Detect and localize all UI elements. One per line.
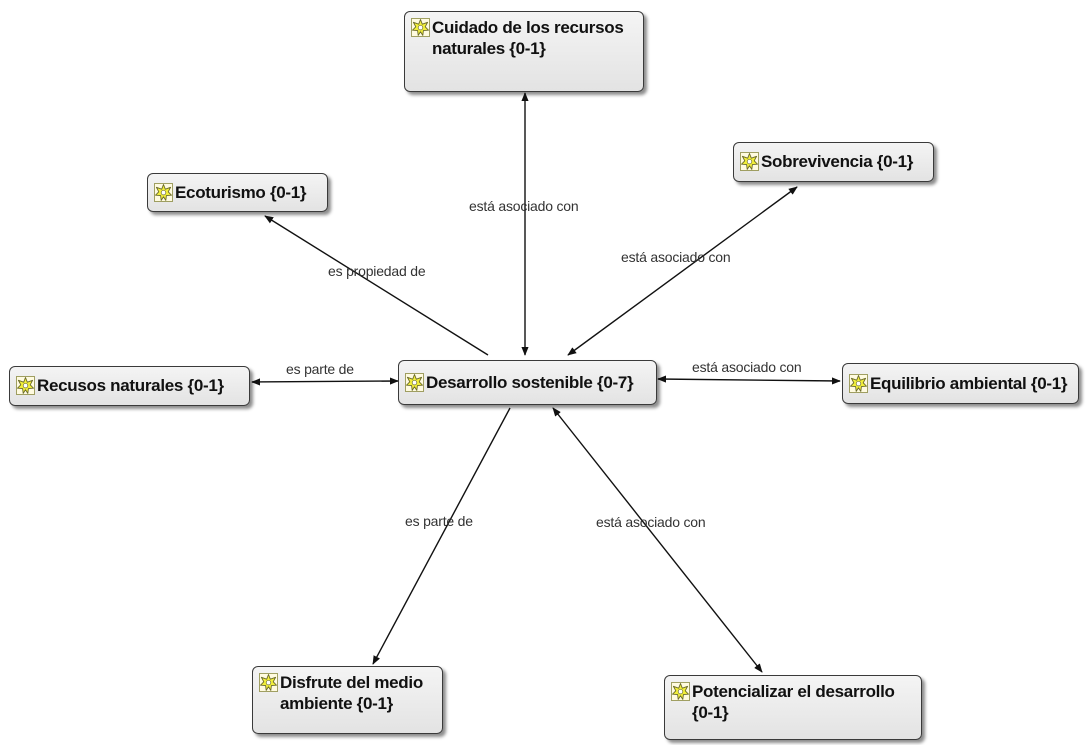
node-label: Ecoturismo {0-1}: [175, 182, 307, 202]
node-sobrevivencia[interactable]: Sobrevivencia {0-1}: [733, 142, 934, 182]
node-label: Recusos naturales {0-1}: [37, 376, 224, 395]
code-node-icon: [154, 182, 173, 202]
node-label: Cuidado de los recursos naturales {0-1}: [432, 18, 624, 58]
relation-label: está asociado con: [692, 359, 802, 375]
node-label: Desarrollo sostenible {0-7}: [426, 372, 634, 392]
code-node-icon: [849, 373, 868, 393]
node-potencializar[interactable]: Potencializar el desarrollo {0-1}: [664, 675, 922, 740]
relation-label: está asociado con: [596, 514, 706, 530]
link-recursos: [251, 377, 399, 386]
code-node-icon: [405, 372, 424, 392]
link-sobrevivencia: [567, 186, 798, 356]
code-node-icon: [411, 18, 430, 37]
node-desarrollo-sostenible[interactable]: Desarrollo sostenible {0-7}: [398, 360, 657, 405]
node-label: Equilibrio ambiental {0-1}: [870, 373, 1068, 393]
node-equilibrio[interactable]: Equilibrio ambiental {0-1}: [842, 363, 1079, 404]
code-node-icon: [671, 682, 690, 701]
link-ecoturismo: [264, 215, 489, 356]
link-potencializar: [552, 407, 763, 673]
relation-label: está asociado con: [469, 198, 579, 214]
node-ecoturismo[interactable]: Ecoturismo {0-1}: [147, 173, 328, 212]
link-equilibrio: [657, 375, 841, 385]
relation-label: es parte de: [286, 361, 354, 377]
code-node-icon: [16, 376, 35, 395]
node-disfrute[interactable]: Disfrute del medio ambiente {0-1}: [252, 666, 443, 734]
node-label: Sobrevivencia {0-1}: [761, 152, 914, 171]
node-recursos[interactable]: Recusos naturales {0-1}: [9, 366, 250, 406]
relation-label: es parte de: [405, 513, 473, 529]
code-node-icon: [259, 673, 278, 692]
node-label: Disfrute del medio ambiente {0-1}: [280, 673, 423, 713]
relation-label: es propiedad de: [328, 263, 426, 279]
node-label: Potencializar el desarrollo {0-1}: [692, 682, 895, 722]
link-disfrute: [372, 407, 511, 665]
node-cuidado[interactable]: Cuidado de los recursos naturales {0-1}: [404, 11, 644, 92]
code-node-icon: [740, 152, 759, 171]
relation-label: está asociado con: [621, 249, 731, 265]
